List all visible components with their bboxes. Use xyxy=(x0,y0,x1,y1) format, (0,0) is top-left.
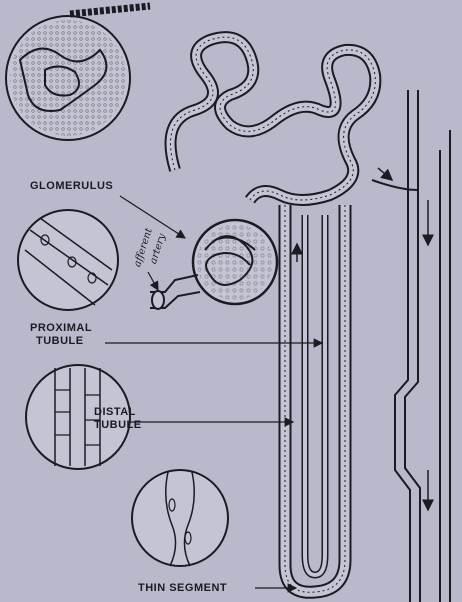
proximal-tubule-label-line1: PROXIMAL xyxy=(30,322,92,334)
glomerulus-label: GLOMERULUS xyxy=(30,180,113,192)
glomerulus-detail-circle xyxy=(6,16,130,140)
thin-segment-detail-circle xyxy=(132,470,228,566)
collecting-duct xyxy=(372,90,450,602)
thin-segment-label: THIN SEGMENT xyxy=(138,582,227,594)
cell-chain xyxy=(70,6,150,14)
distal-tubule-label-line2: TUBULE xyxy=(94,419,142,431)
glomerulus-capsule xyxy=(193,220,277,304)
proximal-tubule-label-line2: TUBULE xyxy=(36,335,84,347)
proximal-tubule-detail-circle xyxy=(18,210,118,310)
loop-of-henle xyxy=(285,205,345,592)
distal-tubule-label-line1: DISTAL xyxy=(94,406,136,418)
